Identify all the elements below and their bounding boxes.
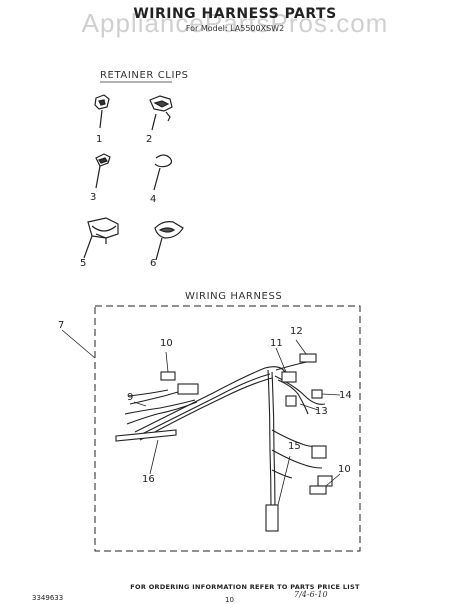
retainer-clips-heading: RETAINER CLIPS — [100, 70, 189, 81]
wiring-harness-heading: WIRING HARNESS — [185, 291, 283, 302]
retainer-clip-1 — [94, 94, 110, 129]
watermark: AppliancePartsPros.com — [81, 8, 389, 38]
terminal-14 — [311, 389, 323, 399]
wire-conduit-16 — [115, 429, 177, 442]
connector-right-1 — [311, 445, 327, 459]
ordering-footer: FOR ORDERING INFORMATION REFER TO PARTS … — [130, 583, 360, 591]
connector-11 — [281, 371, 297, 383]
terminal-12 — [299, 353, 317, 363]
connector-13 — [285, 395, 297, 407]
callout-3: 3 — [90, 192, 97, 203]
callout-1: 1 — [96, 134, 103, 145]
terminal-10-top — [160, 371, 176, 381]
document-part-number: 3349633 — [32, 594, 64, 602]
connector-9 — [177, 383, 199, 395]
callout-16: 16 — [142, 474, 155, 485]
retainer-clip-3 — [95, 153, 111, 189]
callout-2: 2 — [146, 134, 153, 145]
callout-10-bottom: 10 — [338, 464, 351, 475]
retainer-clip-2 — [149, 95, 173, 131]
retainer-clip-4 — [153, 154, 173, 191]
callout-12: 12 — [290, 326, 303, 337]
callout-11: 11 — [270, 338, 283, 349]
retainer-clip-5 — [83, 217, 119, 259]
callout-14: 14 — [339, 390, 352, 401]
page-title: WIRING HARNESS PARTS — [133, 6, 337, 22]
callout-4: 4 — [150, 194, 157, 205]
retainer-clip-6 — [154, 221, 184, 261]
callout-5: 5 — [80, 258, 87, 269]
callout-9: 9 — [127, 392, 134, 403]
callout-15: 15 — [288, 441, 301, 452]
callout-13: 13 — [315, 406, 328, 417]
wiring-harness-frame — [94, 305, 361, 552]
callout-7: 7 — [58, 320, 65, 331]
terminal-10-bottom — [309, 485, 327, 495]
page-number: 10 — [225, 596, 234, 604]
model-subtitle: For Model: LA5500XSW2 — [185, 24, 285, 33]
callout-leaders — [133, 339, 341, 506]
connector-15 — [265, 504, 279, 532]
callout-10-top: 10 — [160, 338, 173, 349]
callout-6: 6 — [150, 258, 157, 269]
leader-7 — [61, 329, 96, 359]
connector-right-2 — [317, 475, 333, 487]
handwritten-note: 7/4-6-10 — [294, 590, 328, 599]
harness-connectors — [115, 353, 333, 532]
